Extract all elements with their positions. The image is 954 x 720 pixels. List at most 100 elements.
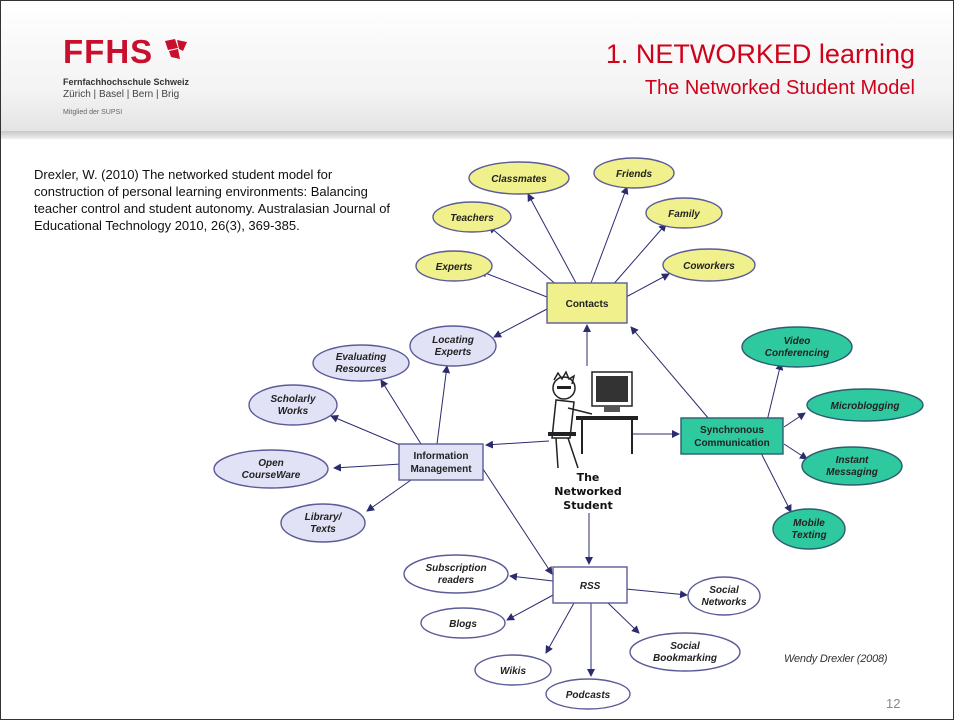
node-networks-label-2: Networks: [701, 597, 746, 608]
node-subscription-label-2: readers: [438, 575, 475, 586]
node-video-label-1: Video: [784, 336, 811, 347]
node-friends-label: Friends: [616, 169, 653, 180]
edge-info-rss: [482, 468, 553, 575]
node-video-label-2: Conferencing: [765, 348, 829, 359]
hub-sync-label-1: Synchronous: [700, 425, 764, 436]
center-label-line2: Networked: [554, 485, 621, 498]
edge-sync-micro: [783, 412, 806, 428]
node-instant-label-1: Instant: [836, 455, 869, 466]
author-credit: Wendy Drexler (2008): [784, 653, 888, 665]
node-open-label-1: Open: [258, 458, 284, 469]
edge-sync-contacts: [630, 326, 710, 420]
edge-contacts-family: [610, 223, 667, 288]
hub-contacts: Contacts: [546, 282, 628, 324]
node-library-label-1: Library/: [305, 512, 343, 523]
node-social-bookmarking: Social Bookmarking: [629, 632, 741, 672]
node-library-label-2: Texts: [310, 524, 336, 535]
edge-rss-bookmarking: [607, 602, 640, 634]
citation-text: Drexler, W. (2010) The networked student…: [34, 167, 391, 233]
hub-synchronous-communication: Synchronous Communication: [680, 417, 784, 455]
center-label-line3: Student: [563, 499, 612, 512]
student-at-computer-icon: [548, 370, 638, 469]
node-scholarly-label-1: Scholarly: [270, 394, 315, 405]
edge-sync-video: [766, 362, 784, 422]
node-microblogging: Microblogging: [806, 388, 924, 422]
node-coworkers-label: Coworkers: [683, 261, 735, 272]
hub-rss: RSS: [552, 566, 628, 604]
node-teachers: Teachers: [432, 201, 512, 233]
node-locating-label-1: Locating: [432, 335, 474, 346]
node-coworkers: Coworkers: [662, 248, 756, 282]
hub-rss-label: RSS: [580, 581, 601, 592]
edge-contacts-teachers: [488, 225, 560, 288]
node-teachers-label: Teachers: [450, 213, 494, 224]
node-social-networks: Social Networks: [687, 576, 761, 616]
node-open-courseware: Open CourseWare: [213, 449, 329, 489]
node-locating-experts: Locating Experts: [409, 325, 497, 367]
node-classmates: Classmates: [468, 161, 570, 195]
node-locating-label-2: Experts: [435, 347, 472, 358]
logo-mark-icon: [165, 39, 187, 59]
node-evaluating-label-2: Resources: [335, 364, 387, 375]
edge-info-locating: [436, 365, 451, 445]
node-subscription-label-1: Subscription: [425, 563, 486, 574]
node-experts-label: Experts: [436, 262, 473, 273]
node-blogs-label: Blogs: [449, 619, 477, 630]
node-mobile-label-1: Mobile: [793, 518, 825, 529]
node-open-label-2: CourseWare: [242, 470, 301, 481]
node-family-label: Family: [668, 209, 700, 220]
node-library-texts: Library/ Texts: [280, 503, 366, 543]
edge-contacts-locating: [493, 308, 548, 338]
node-instant-messaging: Instant Messaging: [801, 446, 903, 486]
hub-information-management: Information Management: [398, 443, 484, 481]
edge-contacts-coworkers: [625, 273, 670, 298]
edge-rss-wikis: [545, 602, 575, 654]
node-scholarly-works: Scholarly Works: [248, 384, 338, 426]
hub-sync-label-2: Communication: [694, 438, 770, 449]
logo-wordmark: FFHS: [63, 33, 154, 70]
ffhs-logo: FFHS Fernfachhochschule Schweiz Zürich |…: [63, 33, 223, 123]
center-label-line1: The: [577, 471, 600, 484]
node-mobile-label-2: Texting: [791, 530, 826, 541]
node-video-conferencing: Video Conferencing: [741, 326, 853, 368]
edge-sync-mobile: [760, 452, 792, 513]
node-bookmarking-label-1: Social: [670, 641, 700, 652]
edge-sync-instant: [783, 443, 808, 460]
node-instant-label-2: Messaging: [826, 467, 878, 478]
node-podcasts-label: Podcasts: [566, 690, 611, 701]
node-evaluating-resources: Evaluating Resources: [312, 344, 410, 382]
slide-header: FFHS Fernfachhochschule Schweiz Zürich |…: [1, 1, 953, 131]
node-friends: Friends: [593, 157, 675, 189]
hub-info-label-2: Management: [410, 464, 472, 475]
node-evaluating-label-1: Evaluating: [336, 352, 387, 363]
node-family: Family: [645, 197, 723, 229]
page-number: 12: [886, 696, 901, 711]
node-wikis-label: Wikis: [500, 666, 526, 677]
node-scholarly-label-2: Works: [278, 406, 309, 417]
node-bookmarking-label-2: Bookmarking: [653, 653, 717, 664]
hub-contacts-label: Contacts: [566, 299, 609, 310]
logo-school-name: Fernfachhochschule Schweiz: [63, 77, 190, 87]
node-networks-label-1: Social: [709, 585, 739, 596]
node-classmates-label: Classmates: [491, 174, 547, 185]
edge-info-open: [333, 463, 402, 472]
logo-locations: Zürich | Basel | Bern | Brig: [63, 89, 180, 100]
logo-member: Mitglied der SUPSI: [63, 109, 123, 116]
edge-info-library: [366, 479, 412, 512]
edge-rss-networks: [625, 588, 688, 599]
node-mobile-texting: Mobile Texting: [772, 508, 846, 550]
node-podcasts: Podcasts: [545, 678, 631, 710]
edge-contacts-friends: [590, 186, 629, 284]
slide-subtitle: The Networked Student Model: [644, 77, 915, 99]
header-divider: [1, 131, 953, 139]
node-microblogging-label: Microblogging: [831, 401, 900, 412]
edge-contacts-experts: [479, 269, 548, 298]
node-blogs: Blogs: [420, 607, 506, 639]
edge-center-info: [485, 440, 550, 449]
edge-contacts-classmates: [527, 193, 577, 284]
edge-info-evaluating: [380, 379, 422, 445]
slide-title: 1. NETWORKED learning: [605, 39, 915, 69]
node-wikis: Wikis: [474, 654, 552, 686]
